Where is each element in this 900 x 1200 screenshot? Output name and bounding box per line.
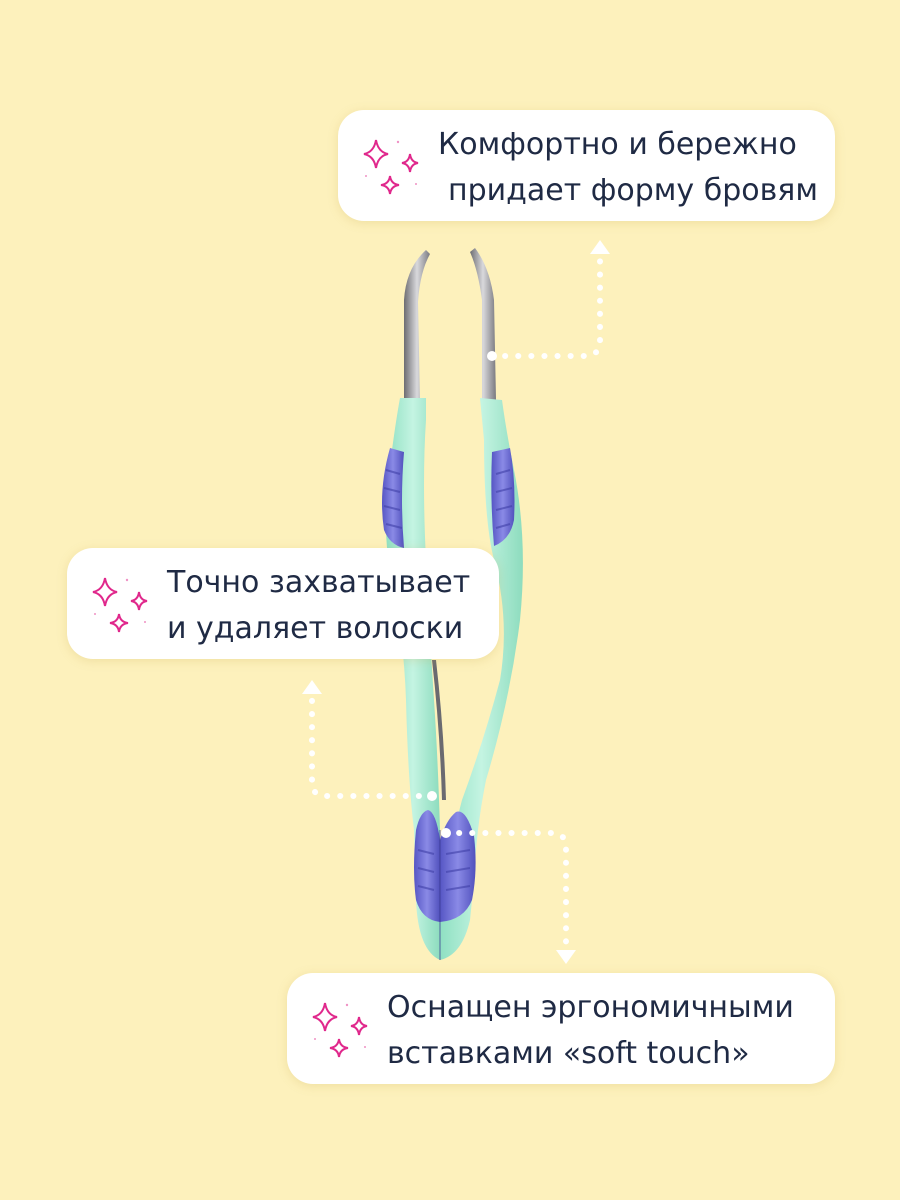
left-tip (404, 250, 430, 400)
right-grip-insert (491, 448, 515, 546)
callout-shaping: Комфортно и бережно придает форму бровям (338, 110, 835, 221)
arrow-up-top (590, 240, 610, 254)
callout-line-1: Комфортно и бережно (438, 127, 797, 162)
arrow-down-bottom (556, 950, 576, 964)
callout-line-2: придает форму бровям (448, 173, 818, 208)
sparkle-icon (312, 1002, 368, 1058)
callout-line-2: вставками «soft touch» (387, 1036, 750, 1071)
left-grip-insert (382, 448, 404, 548)
connector-middle (309, 693, 435, 799)
callout-line-2: и удаляет волоски (167, 611, 464, 646)
sparkle-icon (363, 139, 419, 195)
callout-soft-touch: Оснащен эргономичными вставками «soft to… (287, 973, 835, 1084)
callout-line-1: Оснащен эргономичными (387, 990, 794, 1025)
connector-top (489, 253, 603, 359)
right-tip (470, 248, 496, 400)
bottom-grip-insert (414, 810, 440, 922)
inner-strip (432, 660, 446, 800)
arrow-up-middle (302, 680, 322, 694)
connector-bottom (443, 830, 569, 949)
sparkle-icon (92, 577, 148, 633)
callout-line-1: Точно захватывает (167, 565, 471, 600)
callout-grip: Точно захватывает и удаляет волоски (67, 548, 499, 659)
